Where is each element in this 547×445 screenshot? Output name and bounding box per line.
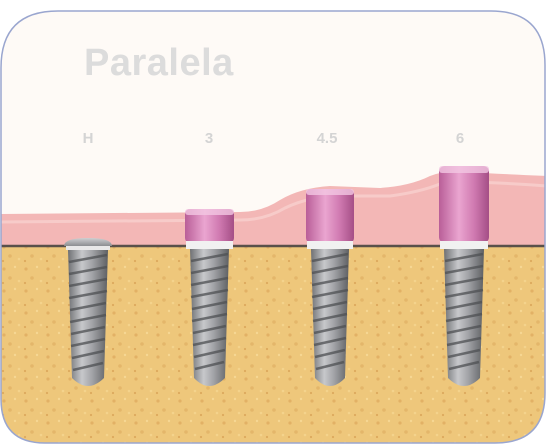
diagram-title: Paralela: [84, 42, 234, 85]
label-4.5: 4.5: [317, 130, 338, 147]
label-H: H: [83, 130, 94, 147]
label-3: 3: [205, 130, 213, 147]
label-6: 6: [456, 130, 464, 147]
